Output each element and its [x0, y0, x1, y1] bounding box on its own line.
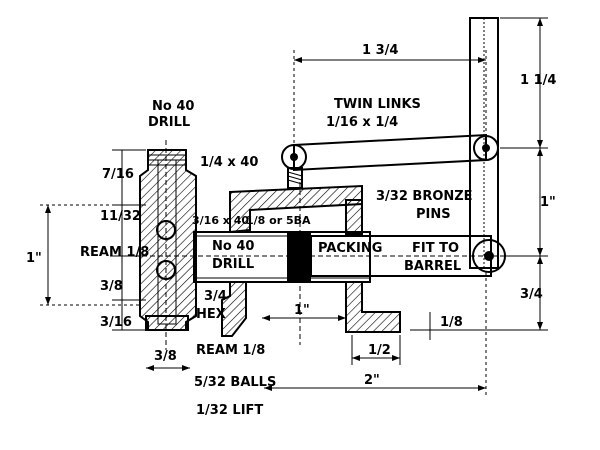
dim-1-3-4: [293, 50, 487, 145]
pump-body-frame: [221, 184, 401, 337]
twin-link-bar: [281, 133, 499, 172]
valve-body: [139, 149, 197, 331]
label-twin-links-size: 1/16 x 1/4: [326, 115, 398, 130]
label-ream-bottom: REAM 1/8: [196, 343, 265, 358]
label-hex: 3/4: [204, 289, 227, 304]
dim-left-vertical: [40, 149, 146, 331]
label-lift: 1/32 LIFT: [196, 403, 263, 418]
dim-text-1-left: 1": [26, 251, 42, 266]
dim-text-3-16: 3/16: [100, 315, 132, 330]
label-no40-drill-top: No 40: [152, 99, 194, 114]
dim-text-2: 2": [364, 373, 380, 388]
label-pin-size: 1/8 or 5BA: [246, 214, 311, 227]
dim-text-11-32: 11/32: [100, 209, 141, 224]
dim-text-3-8-h: 3/8: [154, 349, 177, 364]
dim-text-3-8-v: 3/8: [100, 279, 123, 294]
dim-right-vertical: [410, 17, 548, 331]
dim-bottom: [146, 272, 487, 395]
dim-text-1-1-4: 1 1/4: [520, 73, 556, 88]
dim-text-1-right: 1": [540, 195, 556, 210]
label-inner-drill-2: DRILL: [212, 257, 254, 272]
label-inner-drill: No 40: [212, 239, 254, 254]
label-bronze-pins-2: PINS: [416, 207, 451, 222]
label-balls: 5/32 BALLS: [194, 375, 276, 390]
label-tap-size: 1/4 x 40: [200, 155, 258, 170]
label-side-tap: 3/16 x 40: [192, 214, 249, 227]
label-barrel: BARREL: [404, 259, 461, 274]
dim-text-1-bottom: 1": [294, 303, 310, 318]
dim-text-3-4: 3/4: [520, 287, 543, 302]
label-packing: PACKING: [318, 241, 382, 256]
dim-text-7-16: 7/16: [102, 167, 134, 182]
dim-text-1-2: 1/2: [368, 343, 391, 358]
label-ream-left: REAM 1/8: [80, 245, 149, 260]
dim-text-1-3-4: 1 3/4: [362, 43, 398, 58]
dim-text-1-8: 1/8: [440, 315, 463, 330]
label-fit-to: FIT TO: [412, 241, 459, 256]
label-no40-drill-top-2: DRILL: [148, 115, 190, 130]
label-bronze-pins: 3/32 BRONZE: [376, 189, 473, 204]
label-hex-2: HEX: [196, 307, 226, 322]
label-twin-links: TWIN LINKS: [334, 97, 421, 112]
